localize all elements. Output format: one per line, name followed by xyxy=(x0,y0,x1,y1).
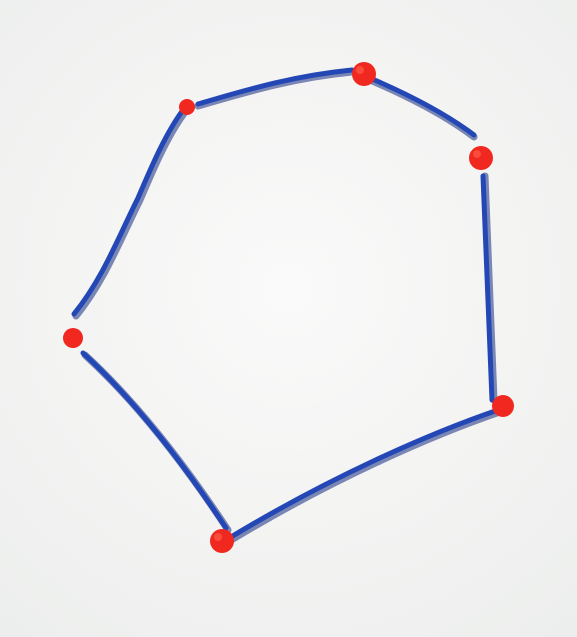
edge-top-stroke xyxy=(195,67,355,107)
vertex-bottom xyxy=(210,529,234,553)
vertex-bottom-highlight xyxy=(214,533,222,541)
edge-upper-right xyxy=(366,76,478,141)
edge-upper-right-stroke xyxy=(367,75,477,138)
edge-left-stroke xyxy=(71,107,186,317)
edge-bottom-right xyxy=(224,408,504,546)
edges xyxy=(71,67,504,546)
edge-top xyxy=(194,68,356,110)
edge-bottom-left xyxy=(81,351,232,534)
edge-bottom-right-stroke xyxy=(223,407,501,543)
edge-bottom-left-stroke xyxy=(80,350,229,531)
vertex-right-lower xyxy=(492,395,514,417)
vertex-right-upper-highlight xyxy=(473,150,481,158)
edge-left xyxy=(72,108,189,320)
vertex-right-upper xyxy=(469,146,493,170)
vertex-top-right-highlight xyxy=(356,66,364,74)
vertices xyxy=(63,62,514,553)
vertex-top-right xyxy=(352,62,376,86)
edge-right-stroke xyxy=(480,173,495,403)
vertex-left xyxy=(63,328,83,348)
vertex-top-left xyxy=(179,99,195,115)
